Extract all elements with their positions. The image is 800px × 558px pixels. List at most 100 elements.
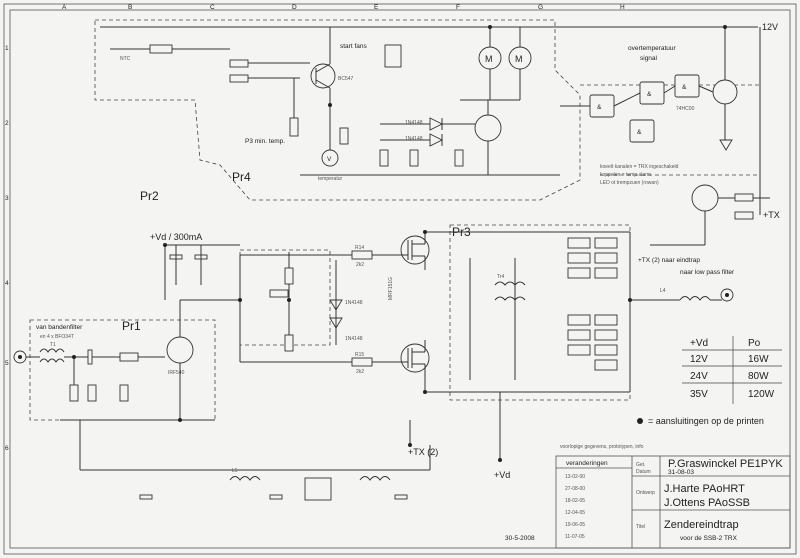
trimmer-p3 — [289, 117, 299, 137]
resistor-r18 — [454, 149, 464, 167]
power-table: +Vd Po 12V 16W 24V 80W 35V 120W — [682, 336, 782, 404]
resistor-r14 — [351, 250, 373, 260]
block-label-pr1: Pr1 — [122, 319, 141, 333]
designer-2: J.Ottens PAoSSB — [664, 497, 750, 509]
transistor-q2 — [310, 63, 336, 89]
col-letter: D — [292, 4, 297, 11]
date-stamp: 30-5-2008 — [505, 535, 535, 542]
capacitor-c11 — [394, 494, 408, 500]
changes-header: veranderingen — [566, 460, 608, 467]
t1-label: T1 — [50, 342, 56, 348]
diode-label: 1N4148 — [405, 120, 423, 126]
row-number: 4 — [5, 280, 9, 287]
power-row-vd: 12V — [690, 354, 708, 365]
resistor-r9 — [284, 267, 294, 285]
role-ontwerp: Ontwerp — [636, 490, 655, 496]
connection-dot-legend — [637, 418, 643, 424]
junction-dot — [238, 298, 242, 302]
row-number: 3 — [5, 195, 9, 202]
junction-dot — [178, 418, 182, 422]
power-header-po: Po — [748, 338, 761, 349]
inductor-l6 — [359, 476, 391, 481]
nand-gate-3 — [674, 74, 700, 98]
junction-dot — [163, 243, 167, 247]
power-row-vd: 24V — [690, 371, 708, 382]
col-letter: E — [374, 4, 379, 11]
start-fans-label: start fans — [340, 43, 367, 50]
zener-label: 1N4148 — [345, 336, 363, 342]
fan-switch — [384, 44, 402, 68]
capacitor-c31 — [567, 237, 591, 249]
change-date: 11-07-05 — [565, 534, 585, 540]
drawing-inner-frame — [9, 9, 791, 549]
resistor-r3 — [119, 384, 129, 402]
capacitor-c33 — [567, 267, 591, 279]
rail-12v-label: 12V — [762, 22, 778, 32]
resistor-r19 — [379, 149, 389, 167]
power-header-vd: +Vd — [690, 338, 708, 349]
mosfet-q1-driver — [166, 336, 194, 364]
capacitor-c32 — [567, 252, 591, 264]
capacitor-c36 — [594, 267, 618, 279]
power-row-po: 120W — [748, 389, 775, 400]
power-row-po: 80W — [748, 371, 769, 382]
ntc-resistor — [149, 44, 173, 54]
col-letter: C — [210, 4, 215, 11]
col-letter: G — [538, 4, 543, 11]
nand-amp: & — [597, 104, 602, 111]
q2-type-label: BC547 — [338, 76, 354, 82]
junction-dot — [287, 298, 291, 302]
resistor-r10 — [269, 289, 289, 298]
junction-dot — [408, 443, 412, 447]
resistor-r1 — [69, 384, 79, 402]
capacitor-c40 — [594, 314, 618, 326]
l4-label: L4 — [660, 288, 666, 294]
fan-motor-2-m: M — [515, 54, 523, 64]
p3-temp-label: P3 min. temp. — [245, 138, 285, 145]
resistor-r1 — [229, 59, 249, 68]
power-row-po: 16W — [748, 354, 769, 365]
diode-1n4148-a — [429, 117, 444, 131]
resistor-r13 — [339, 127, 349, 145]
change-date: 13-02-00 — [565, 474, 585, 480]
role-datum: Datum — [636, 469, 651, 475]
junction-dot — [72, 355, 76, 359]
drawing-title: Zendereindtrap — [664, 519, 739, 531]
nand-amp: & — [647, 91, 652, 98]
connector-center — [18, 355, 22, 359]
r15-label: R15 — [355, 352, 364, 358]
change-date: 19-06-05 — [565, 522, 585, 528]
wire — [315, 79, 331, 89]
resistor-r32 — [734, 193, 754, 202]
capacitor-c41 — [594, 329, 618, 341]
capacitor-c10 — [269, 494, 283, 500]
junction-dot — [423, 390, 427, 394]
meter-label: temperatur — [318, 176, 343, 182]
col-letter: A — [62, 4, 67, 11]
drawn-by: P.Graswinckel PE1PYK — [668, 458, 783, 470]
row-ruler: 1 2 3 4 5 6 — [5, 45, 9, 452]
capacitor-c35 — [594, 252, 618, 264]
capacitor-c42 — [594, 344, 618, 356]
l5-label: L5 — [232, 468, 238, 474]
column-ruler: A B C D E F G H — [62, 4, 625, 11]
resistor-r11 — [284, 334, 294, 352]
junction-dot — [423, 230, 427, 234]
q1-type-label: IRF540 — [168, 370, 185, 376]
title-block-frame — [555, 455, 791, 549]
resistor-r4 — [119, 352, 139, 362]
resistor-r16 — [409, 149, 419, 167]
capacitor-c39 — [567, 344, 591, 356]
ic-label: 74HC00 — [676, 106, 695, 112]
resistor-r15 — [351, 357, 373, 367]
nand-gate-4 — [629, 119, 655, 143]
wire — [663, 85, 676, 94]
tx2-eindtrap-label: +TX (2) naar eindtrap — [638, 257, 700, 264]
mosfet-type-label: MRF151G — [388, 277, 394, 300]
output-transformer — [494, 281, 526, 301]
transformer-label: Tr4 — [497, 274, 505, 280]
capacitor-c9 — [139, 494, 153, 500]
title-block: veranderingen 13-02-00 27-08-00 18-02-05… — [555, 455, 791, 549]
r14-label: R14 — [355, 245, 364, 251]
